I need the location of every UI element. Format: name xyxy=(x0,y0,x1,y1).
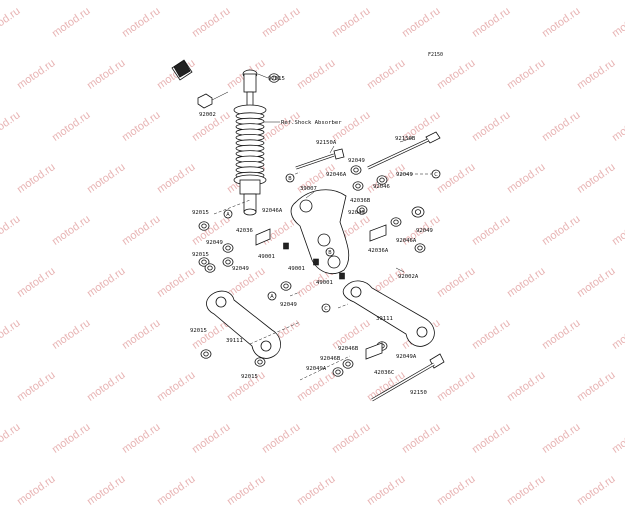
watermark-text: motod.ru xyxy=(155,473,198,508)
part-number: 49001 xyxy=(258,254,275,260)
part-number: 92015 xyxy=(192,252,209,258)
front-arrow-icon xyxy=(171,59,193,81)
part-number: 92049 xyxy=(280,302,297,308)
callout-c-1: C xyxy=(431,169,441,179)
watermark-text: motod.ru xyxy=(295,473,338,508)
tie-rod-left xyxy=(206,290,281,359)
part-number: 92002A xyxy=(398,274,419,280)
callout-letter: A xyxy=(270,294,274,300)
grease-fitting-icon xyxy=(313,258,319,266)
bearing-bore xyxy=(417,245,423,251)
part-number: 92015 xyxy=(268,76,285,82)
bearings-and-seals xyxy=(198,73,426,377)
watermark-text: motod.ru xyxy=(85,473,128,508)
part-number: 39111 xyxy=(226,338,243,344)
watermark-text: motod.ru xyxy=(435,473,478,508)
part-number: 92015 xyxy=(192,210,209,216)
callout-a-2: A xyxy=(267,291,277,301)
rocker-arm-39007 xyxy=(290,189,350,274)
part-number: 42036A xyxy=(368,248,389,254)
part-number: 92046B xyxy=(320,356,341,362)
part-number: 92049 xyxy=(396,172,413,178)
watermark-text: motod.ru xyxy=(15,473,58,508)
part-number: 39007 xyxy=(300,186,317,192)
callout-letter: A xyxy=(226,212,230,218)
part-number: 92046A xyxy=(396,238,417,244)
bearing-bore xyxy=(393,219,399,225)
part-number: 92049 xyxy=(416,228,433,234)
bearing-bore xyxy=(359,207,365,213)
bearing-bore xyxy=(335,369,341,375)
part-number: 49001 xyxy=(316,280,333,286)
callout-c-2: C xyxy=(321,303,331,313)
bearing-bore xyxy=(225,259,231,265)
bearing-bore xyxy=(257,359,263,365)
bearing-bore xyxy=(353,167,359,173)
bolt-92150a xyxy=(295,148,345,170)
part-number: 39111 xyxy=(376,316,393,322)
grease-fitting-icon xyxy=(339,272,345,280)
sleeve-collar xyxy=(365,342,383,360)
bearing-bore xyxy=(379,177,385,183)
bearing-bore xyxy=(225,245,231,251)
part-number: 49001 xyxy=(288,266,305,272)
callout-b-1: B xyxy=(285,173,295,183)
part-labels: 92015 92002 92150A 92150B 92049 92046A 3… xyxy=(190,73,433,396)
figure-code: F2150 xyxy=(428,52,443,58)
part-number: 92049A xyxy=(396,354,417,360)
part-number: 92150 xyxy=(410,390,427,396)
sleeve-collar xyxy=(369,224,387,242)
bearing-bore xyxy=(345,361,351,367)
grease-fitting-icon xyxy=(283,242,289,250)
bearing-bore xyxy=(283,283,289,289)
part-number: 92002 xyxy=(199,112,216,118)
watermark-text: motod.ru xyxy=(225,473,268,508)
exploded-parts-diagram: F2150 xyxy=(171,52,445,402)
part-number: 92046A xyxy=(326,172,347,178)
part-number: 92049A xyxy=(306,366,327,372)
shock-absorber xyxy=(233,69,267,216)
callout-letter: C xyxy=(324,306,328,312)
callout-letter: B xyxy=(288,176,292,182)
part-number: 92046 xyxy=(373,184,390,190)
watermark-text: motod.ru xyxy=(365,473,408,508)
part-number: 42036B xyxy=(350,198,371,204)
bolt-92150b xyxy=(367,131,441,170)
part-number: 42036 xyxy=(236,228,253,234)
part-number: 92150A xyxy=(316,140,337,146)
part-number: 92015 xyxy=(241,374,258,380)
part-number: 92049 xyxy=(348,210,365,216)
callout-a-1: A xyxy=(223,209,233,219)
tie-rod-right xyxy=(342,280,435,347)
callout-letter: C xyxy=(434,172,438,178)
part-number: 92049 xyxy=(348,158,365,164)
part-number: 92046B xyxy=(338,346,359,352)
bolt-92002 xyxy=(197,91,229,109)
bolt-92150 xyxy=(371,353,445,402)
part-number: 42036C xyxy=(374,370,394,376)
bearing-bore xyxy=(201,259,207,265)
ref-note: Ref.Shock Absorber xyxy=(281,120,342,126)
bearing-bore xyxy=(414,209,422,215)
bearing-bore xyxy=(203,351,209,357)
part-number: 92046A xyxy=(262,208,283,214)
bearing-bore xyxy=(201,223,207,229)
bearing-bore xyxy=(271,75,277,81)
part-number: 92049 xyxy=(206,240,223,246)
callout-b-2: B xyxy=(325,247,335,257)
sleeve-collar xyxy=(255,228,271,246)
callout-letter: B xyxy=(328,250,332,256)
part-number: 92049 xyxy=(232,266,249,272)
part-number: 92015 xyxy=(190,328,207,334)
watermark-text: motod.ru xyxy=(575,473,618,508)
part-number: 92150B xyxy=(395,136,416,142)
bearing-bore xyxy=(355,183,361,189)
bearing-bore xyxy=(207,265,213,271)
watermark-text: motod.ru xyxy=(505,473,548,508)
